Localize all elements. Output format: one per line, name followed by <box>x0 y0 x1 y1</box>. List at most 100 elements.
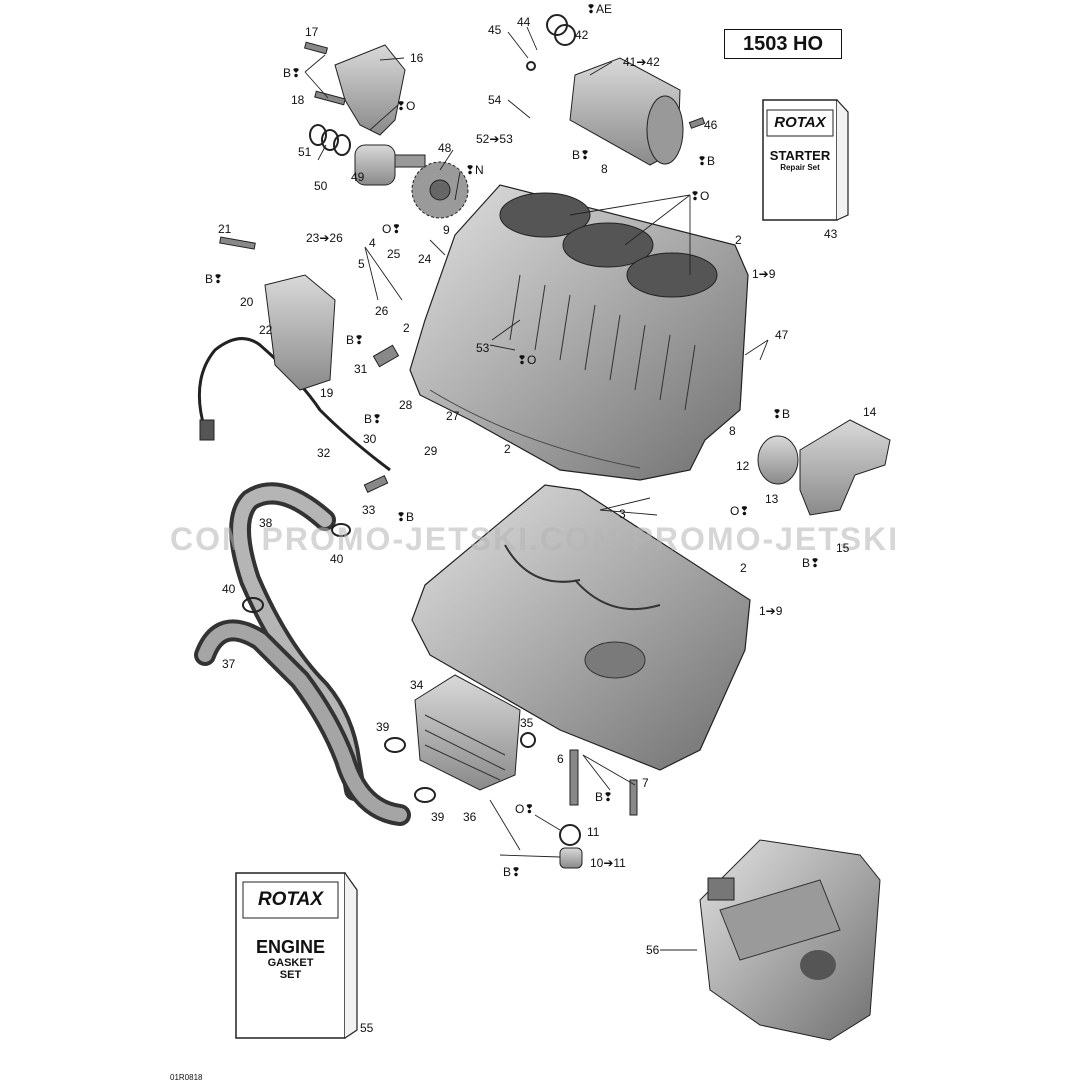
callout-40: 40 <box>330 552 344 566</box>
callout-17: 17 <box>305 25 319 39</box>
callout-6: 6 <box>557 752 564 766</box>
callout-16: 16 <box>410 51 424 65</box>
callout-o-drop-13: O❢ <box>730 504 750 518</box>
callout-39: 39 <box>376 720 390 734</box>
callout-drop-b-8: ❢B <box>772 407 791 421</box>
callout-2-d: 2 <box>740 561 747 575</box>
callout-29: 29 <box>424 444 438 458</box>
bolts <box>219 41 706 816</box>
callout-19: 19 <box>320 386 334 400</box>
bracket <box>334 44 406 136</box>
callout-25: 25 <box>387 247 401 261</box>
callout-33: 33 <box>362 503 376 517</box>
callout-26: 26 <box>375 304 389 318</box>
callout-41-42: 41➔42 <box>623 55 660 69</box>
callout-20: 20 <box>240 295 254 309</box>
gear-assembly <box>309 124 469 219</box>
callout-34: 34 <box>410 678 424 692</box>
callout-drop-b-33: ❢B <box>396 510 415 524</box>
callout-drop-o-cyl: ❢O <box>690 189 710 203</box>
starter-motor <box>569 57 684 166</box>
model-badge: 1503 HO <box>724 29 842 59</box>
callout-o-drop-6: O❢ <box>515 802 535 816</box>
callout-50: 50 <box>314 179 328 193</box>
callout-18: 18 <box>291 93 305 107</box>
wire-connector <box>199 419 215 441</box>
callout-22: 22 <box>259 323 273 337</box>
callout-47: 47 <box>775 328 789 342</box>
callout-2: 2 <box>735 233 742 247</box>
callout-45: 45 <box>488 23 502 37</box>
hose-38-inner <box>233 486 362 797</box>
callout-b-drop-30: B❢ <box>364 412 383 426</box>
callout-49: 49 <box>351 170 365 184</box>
callout-53: 53 <box>476 341 490 355</box>
callout-48: 48 <box>438 141 452 155</box>
hose-37-inner <box>198 623 407 822</box>
upper-crankcase <box>409 184 749 481</box>
callout-56: 56 <box>646 943 660 957</box>
callout-42: 42 <box>575 28 589 42</box>
callout-drop-o-53: ❢O <box>517 353 537 367</box>
callout-4: 4 <box>369 236 376 250</box>
callout-b-drop-10: B❢ <box>503 865 522 879</box>
callout-21: 21 <box>218 222 232 236</box>
engine-booklet-brand: ROTAX <box>257 889 324 910</box>
callout-drop-o: ❢O <box>396 99 416 113</box>
callout-14: 14 <box>863 405 877 419</box>
cover-13 <box>757 435 799 485</box>
callout-28: 28 <box>399 398 413 412</box>
lower-crankcase <box>411 484 751 771</box>
callout-5: 5 <box>358 257 365 271</box>
callout-38: 38 <box>259 516 273 530</box>
callout-23-26: 23➔26 <box>306 231 343 245</box>
callout-2-b: 2 <box>403 321 410 335</box>
starter-booklet-subtitle: Repair Set <box>780 163 820 172</box>
callout-12: 12 <box>736 459 750 473</box>
starter-booklet-brand: ROTAX <box>774 114 826 131</box>
engine-booklet-line3: SET <box>279 969 302 981</box>
callout-b-drop-15: B❢ <box>802 556 821 570</box>
callout-9: 9 <box>443 223 450 237</box>
sensor-wire <box>197 337 391 472</box>
callout-drop-ae: ❢AE <box>586 2 613 16</box>
callout-13: 13 <box>765 492 779 506</box>
callout-51: 51 <box>298 145 312 159</box>
callout-drop-n: ❢N <box>465 163 484 177</box>
callout-43: 43 <box>824 227 838 241</box>
drawing-id: 01R0818 <box>170 1073 203 1082</box>
engine-support-14 <box>799 419 891 516</box>
oil-cooler <box>414 674 521 791</box>
complete-engine <box>699 839 881 1041</box>
callout-2-c: 2 <box>504 442 511 456</box>
callout-b-drop-7: B❢ <box>595 790 614 804</box>
callout-31: 31 <box>354 362 368 376</box>
callout-30: 30 <box>363 432 377 446</box>
callout-54: 54 <box>488 93 502 107</box>
callout-3: 3 <box>619 507 626 521</box>
engine-booklet-title: ENGINE <box>255 937 325 957</box>
heat-shield <box>264 274 336 391</box>
callout-8: 8 <box>601 162 608 176</box>
engine-booklet-line2: GASKET <box>267 957 314 969</box>
engine-booklet-shape <box>235 872 358 1039</box>
callout-10-11: 10➔11 <box>590 856 626 870</box>
callout-b-drop-8: B❢ <box>572 148 591 162</box>
callout-b-drop: B❢ <box>283 66 302 80</box>
callout-11: 11 <box>587 825 600 839</box>
callout-44: 44 <box>517 15 531 29</box>
callout-35: 35 <box>520 716 534 730</box>
o-rings <box>242 14 581 846</box>
drain-plug <box>559 847 583 869</box>
callout-drop-b: ❢B <box>697 154 716 168</box>
callout-24: 24 <box>418 252 432 266</box>
callout-1-9-b: 1➔9 <box>759 604 783 618</box>
callout-27: 27 <box>446 409 460 423</box>
callout-46: 46 <box>704 118 718 132</box>
watermark: COM PROMO-JETSKI.COM PROMO-JETSKI <box>170 521 900 557</box>
callout-b-drop-21: B❢ <box>205 272 224 286</box>
starter-booklet-shape <box>762 99 849 221</box>
callout-8-b: 8 <box>729 424 736 438</box>
